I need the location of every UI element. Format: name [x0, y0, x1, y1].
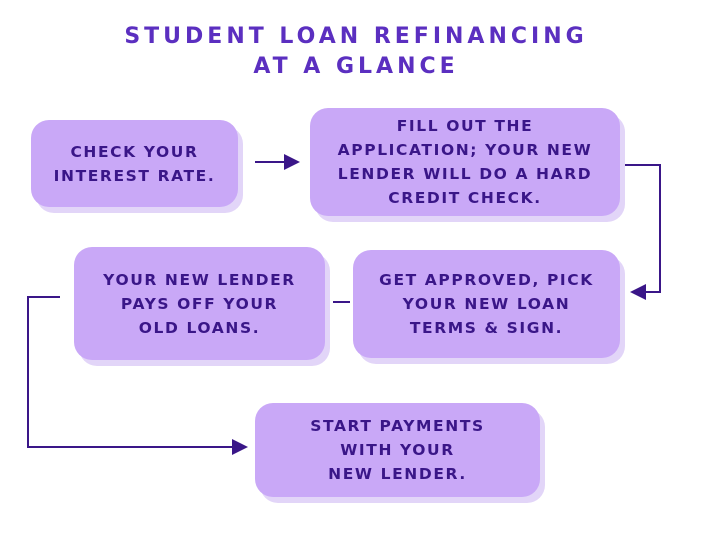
step-3-text: GET APPROVED, PICK YOUR NEW LOAN TERMS &…: [379, 271, 594, 337]
step-5-text: START PAYMENTS WITH YOUR NEW LENDER.: [310, 417, 485, 483]
step-1-box: CHECK YOUR INTEREST RATE.: [31, 120, 238, 207]
step-2-text: FILL OUT THE APPLICATION; YOUR NEW LENDE…: [337, 117, 593, 207]
step-1-text: CHECK YOUR INTEREST RATE.: [53, 142, 216, 185]
arrow-step4-to-step5: [27, 296, 248, 455]
title-line-1: STUDENT LOAN REFINANCING: [124, 24, 588, 49]
arrow-step2-to-step3: [624, 164, 661, 300]
title-line-2: AT A GLANCE: [253, 54, 459, 79]
step-2-box: FILL OUT THE APPLICATION; YOUR NEW LENDE…: [310, 108, 620, 216]
step-4-text: YOUR NEW LENDER PAYS OFF YOUR OLD LOANS.: [103, 270, 296, 337]
step-3-box: GET APPROVED, PICK YOUR NEW LOAN TERMS &…: [353, 250, 620, 358]
step-4-box: YOUR NEW LENDER PAYS OFF YOUR OLD LOANS.: [74, 247, 325, 360]
step-5-box: START PAYMENTS WITH YOUR NEW LENDER.: [255, 403, 540, 497]
